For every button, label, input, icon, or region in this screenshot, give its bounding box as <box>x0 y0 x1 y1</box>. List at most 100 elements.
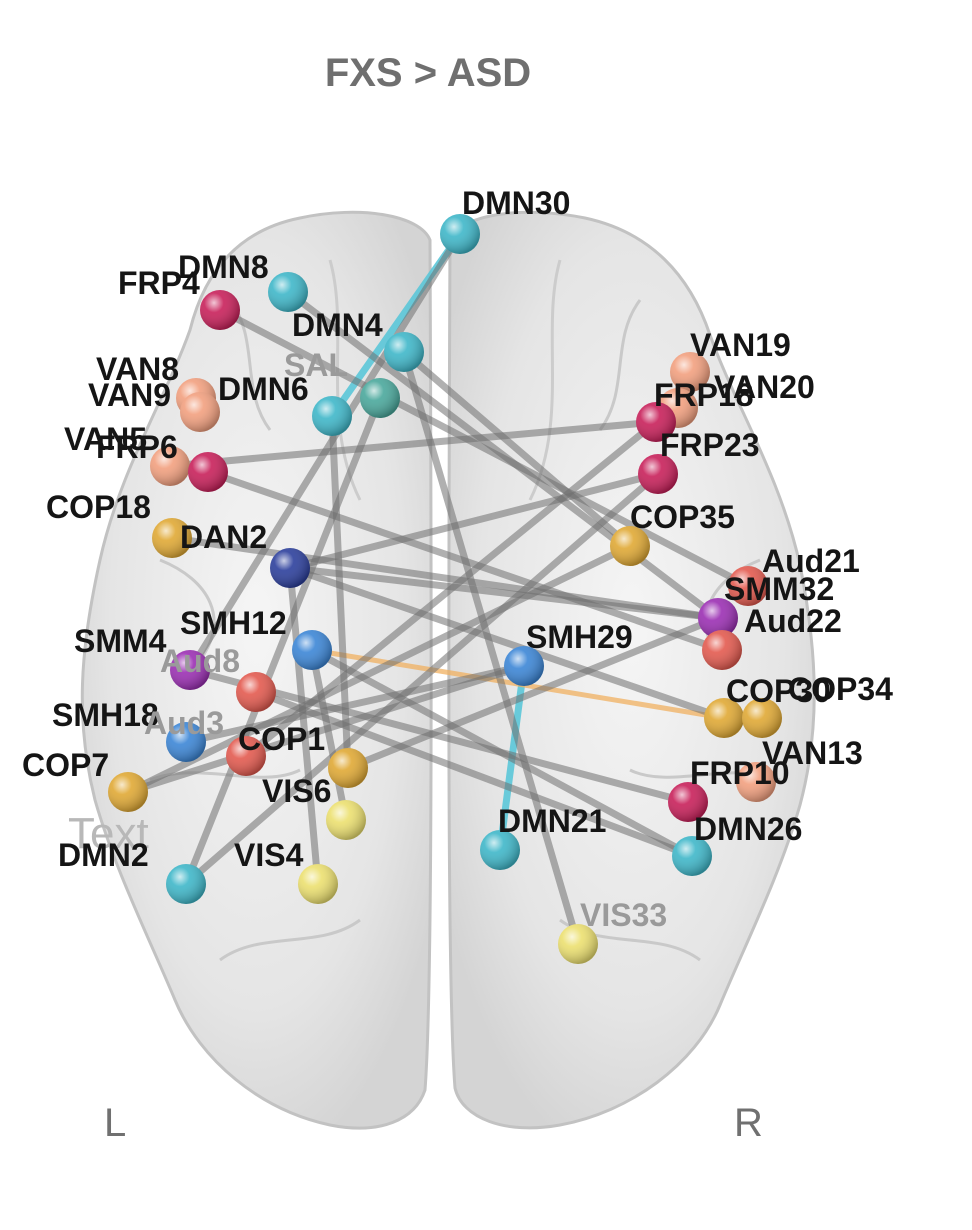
label-DMN2: DMN2 <box>58 837 149 873</box>
node-DMN8 <box>268 272 308 312</box>
node-shine-VAN9 <box>180 392 220 432</box>
label-FRP10: FRP10 <box>690 755 790 791</box>
label-FRP18: FRP18 <box>654 377 754 413</box>
node-shine-DMN6 <box>312 396 352 436</box>
brain-fold-5 <box>598 299 642 431</box>
node-shine-DMN30 <box>440 214 480 254</box>
node-COP34 <box>742 698 782 738</box>
left-hemisphere <box>80 210 433 1130</box>
node-Aud3 <box>226 736 266 776</box>
node-shine-SMH12 <box>292 630 332 670</box>
edge-DMN4-COP35 <box>400 348 634 550</box>
node-DMN21 <box>480 830 520 870</box>
label-Aud3: Aud3 <box>144 705 224 741</box>
label-COP1: COP1 <box>238 721 325 757</box>
label-VAN19: VAN19 <box>690 327 791 363</box>
label-SMM4: SMM4 <box>74 623 167 659</box>
node-COP30 <box>704 698 744 738</box>
node-shine-DMN21 <box>480 830 520 870</box>
node-FRP10 <box>668 782 708 822</box>
label-SAL: SAL <box>284 347 348 383</box>
node-COP7 <box>108 772 148 812</box>
label-DMN4: DMN4 <box>292 307 383 343</box>
hemisphere-right-label: R <box>734 1101 763 1145</box>
ghost-text: Text <box>68 809 149 858</box>
node-Aud21 <box>728 566 768 606</box>
node-shine-DAN2 <box>270 548 310 588</box>
node-SMM4 <box>170 650 210 690</box>
connectivity-edges <box>124 230 752 948</box>
node-shine-SMM32 <box>698 598 738 638</box>
node-Aud8 <box>236 672 276 712</box>
label-VAN20: VAN20 <box>714 369 815 405</box>
node-shine-Aud21 <box>728 566 768 606</box>
node-shine-FRP6 <box>188 452 228 492</box>
edge-FRP4-Aud21 <box>216 306 752 590</box>
node-shine-DMN26 <box>672 836 712 876</box>
node-DMN4 <box>384 332 424 372</box>
node-shine-COP30 <box>704 698 744 738</box>
node-Aud22 <box>702 630 742 670</box>
node-shine-VAN5 <box>150 446 190 486</box>
node-shine-FRP18 <box>636 402 676 442</box>
node-FRP6 <box>188 452 228 492</box>
node-shine-COP18 <box>152 518 192 558</box>
node-SMM32 <box>698 598 738 638</box>
right-hemisphere <box>447 210 816 1130</box>
edge-SAL-DMN2 <box>182 394 384 888</box>
label-COP30: COP30 <box>726 673 831 709</box>
label-COP18: COP18 <box>46 489 151 525</box>
node-shine-VIS4 <box>298 864 338 904</box>
edge-DMN8-SMM32 <box>284 288 722 622</box>
brain-fold-4 <box>219 918 361 962</box>
label-SMH12: SMH12 <box>180 605 287 641</box>
edge-VIS6-SMH12 <box>308 646 350 824</box>
node-shine-VIS33 <box>558 924 598 964</box>
label-VAN13: VAN13 <box>762 735 863 771</box>
label-DMN8: DMN8 <box>178 249 269 285</box>
node-shine-SMH29 <box>504 646 544 686</box>
edge-VAN5-FRP18 <box>166 418 660 470</box>
node-shine-SMM4 <box>170 650 210 690</box>
node-shine-DMN8 <box>268 272 308 312</box>
label-DMN30: DMN30 <box>462 185 570 221</box>
label-Aud8: Aud8 <box>160 643 240 679</box>
node-shine-COP1 <box>328 748 368 788</box>
edge-DMN30-SMM4 <box>186 230 464 674</box>
node-shine-Aud3 <box>226 736 266 776</box>
node-shine-FRP23 <box>638 454 678 494</box>
node-VIS33 <box>558 924 598 964</box>
label-DMN21: DMN21 <box>498 803 606 839</box>
node-VAN5 <box>150 446 190 486</box>
label-DMN26: DMN26 <box>694 811 802 847</box>
node-DMN6 <box>312 396 352 436</box>
node-shine-Aud8 <box>236 672 276 712</box>
label-COP7: COP7 <box>22 747 109 783</box>
node-shine-COP34 <box>742 698 782 738</box>
node-SMH29 <box>504 646 544 686</box>
node-shine-FRP4 <box>200 290 240 330</box>
node-SMH18 <box>166 722 206 762</box>
label-VIS4: VIS4 <box>234 837 304 873</box>
label-FRP23: FRP23 <box>660 427 760 463</box>
label-SMH18: SMH18 <box>52 697 159 733</box>
node-shine-SAL <box>360 378 400 418</box>
label-VAN5: VAN5 <box>64 421 147 457</box>
node-shine-SMH18 <box>166 722 206 762</box>
node-COP18 <box>152 518 192 558</box>
label-FRP4: FRP4 <box>118 265 200 301</box>
brain-outline <box>80 210 816 1130</box>
label-FRP6: FRP6 <box>96 429 178 465</box>
node-shine-VAN13 <box>736 762 776 802</box>
label-VIS6: VIS6 <box>262 773 331 809</box>
label-DAN2: DAN2 <box>180 519 267 555</box>
node-COP35 <box>610 526 650 566</box>
edge-DMN2-FRP23 <box>182 470 662 888</box>
node-VIS6 <box>326 800 366 840</box>
node-FRP4 <box>200 290 240 330</box>
node-VAN13 <box>736 762 776 802</box>
label-Aud22: Aud22 <box>744 603 842 639</box>
label-VAN9: VAN9 <box>88 377 171 413</box>
